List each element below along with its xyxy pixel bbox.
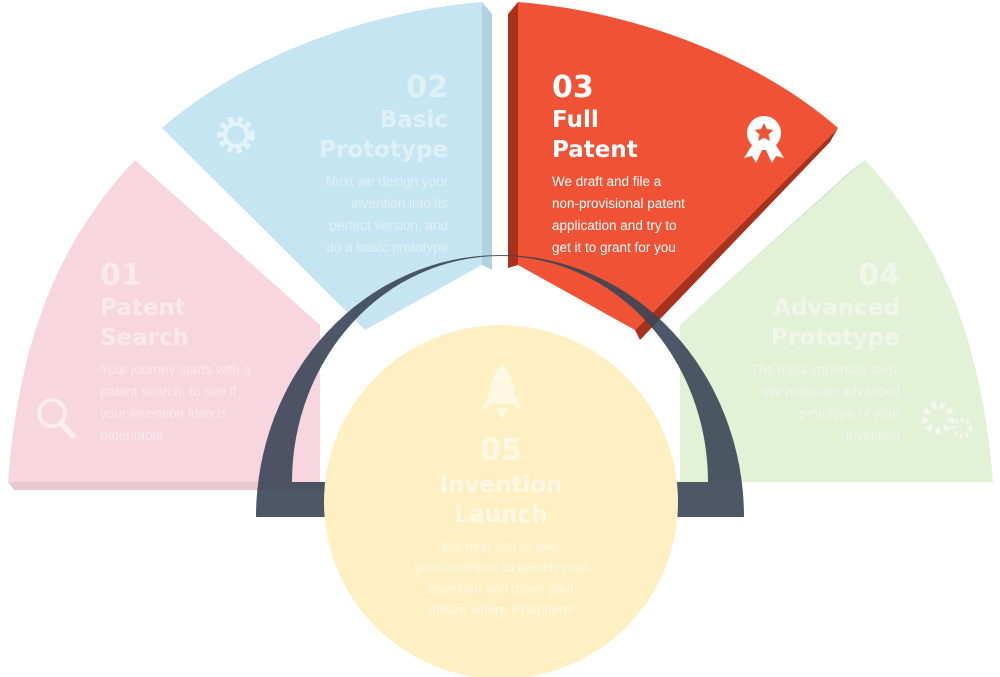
step-05-title-line-1: Invention	[440, 472, 563, 498]
step-03-side	[508, 2, 518, 268]
step-02-segment[interactable]: 02 Basic Prototype Next we design your i…	[162, 2, 492, 330]
step-01-edge	[8, 482, 330, 490]
step-05-desc-line-4: dream where it happens	[429, 602, 574, 617]
step-01-desc-line-2: patent search, to see if	[100, 384, 237, 399]
gear-icon	[217, 116, 255, 154]
step-01-shape	[8, 160, 320, 482]
step-05-desc-line-2: your invention to launch your	[415, 560, 588, 575]
step-05-desc-line-3: invention and make your	[427, 581, 575, 596]
step-03-bottom-edge	[635, 128, 838, 340]
step-03-title-line-1: Full	[552, 107, 599, 133]
award-ribbon-icon	[744, 116, 784, 163]
step-04-shape	[680, 160, 993, 482]
step-04-desc-line-1: The most important step.	[751, 362, 900, 377]
step-02-desc-line-2: invention into its	[351, 196, 448, 211]
step-04-segment[interactable]: 04 Advanced Prototype The most important…	[672, 160, 993, 482]
center-ring	[256, 255, 744, 517]
step-05-segment[interactable]: 05 Invention Launch We help you to take …	[324, 325, 678, 677]
step-02-desc-line-4: do a basic prototype	[326, 240, 448, 255]
step-03-segment[interactable]: 03 Full Patent We draft and file a non-p…	[508, 2, 838, 340]
step-05-shape	[324, 325, 678, 677]
step-01-desc-line-1: Your journey starts with a	[100, 362, 252, 377]
step-01-title-line-1: Patent	[100, 295, 186, 321]
step-05-number: 05	[480, 433, 522, 468]
step-01-desc-line-4: patentable	[100, 428, 163, 443]
step-04-number: 04	[858, 258, 900, 293]
step-02-desc-line-1: Next we design your	[326, 174, 449, 189]
step-05-title-line-2: Launch	[455, 502, 548, 528]
step-02-desc-line-3: perfect version, and	[329, 218, 448, 233]
step-01-number: 01	[100, 258, 142, 293]
step-01-title-line-2: Search	[100, 325, 189, 351]
step-03-desc-line-4: get it to grant for you	[552, 240, 676, 255]
step-02-number: 02	[406, 70, 448, 105]
step-04-desc-line-3: prototype of your	[799, 406, 901, 421]
step-03-number: 03	[552, 70, 594, 105]
step-02-title-line-2: Prototype	[319, 137, 448, 163]
step-03-desc-line-1: We draft and file a	[552, 174, 662, 189]
step-04-desc-line-2: We make an advanced	[762, 384, 900, 399]
step-01-segment[interactable]: 01 Patent Search Your journey starts wit…	[8, 160, 330, 490]
step-04-desc-line-4: invention	[846, 428, 900, 443]
step-01-desc-line-3: your invention idea is	[100, 406, 227, 421]
step-02-title-line-1: Basic	[380, 107, 448, 133]
rocket-icon	[481, 364, 523, 420]
step-03-title-line-2: Patent	[552, 137, 638, 163]
step-04-edge	[672, 160, 865, 332]
step-02-shape	[162, 2, 482, 330]
magnifier-icon	[37, 398, 76, 439]
gears-icon	[921, 401, 973, 439]
step-04-title-line-2: Prototype	[771, 325, 900, 351]
step-02-edge	[482, 2, 492, 270]
step-04-title-line-1: Advanced	[773, 295, 900, 321]
step-03-shape	[518, 2, 838, 330]
step-05-desc-line-1: We help you to take	[441, 539, 560, 554]
step-03-desc-line-2: non-provisional patent	[552, 196, 685, 211]
step-03-desc-line-3: application and try to	[552, 218, 677, 233]
